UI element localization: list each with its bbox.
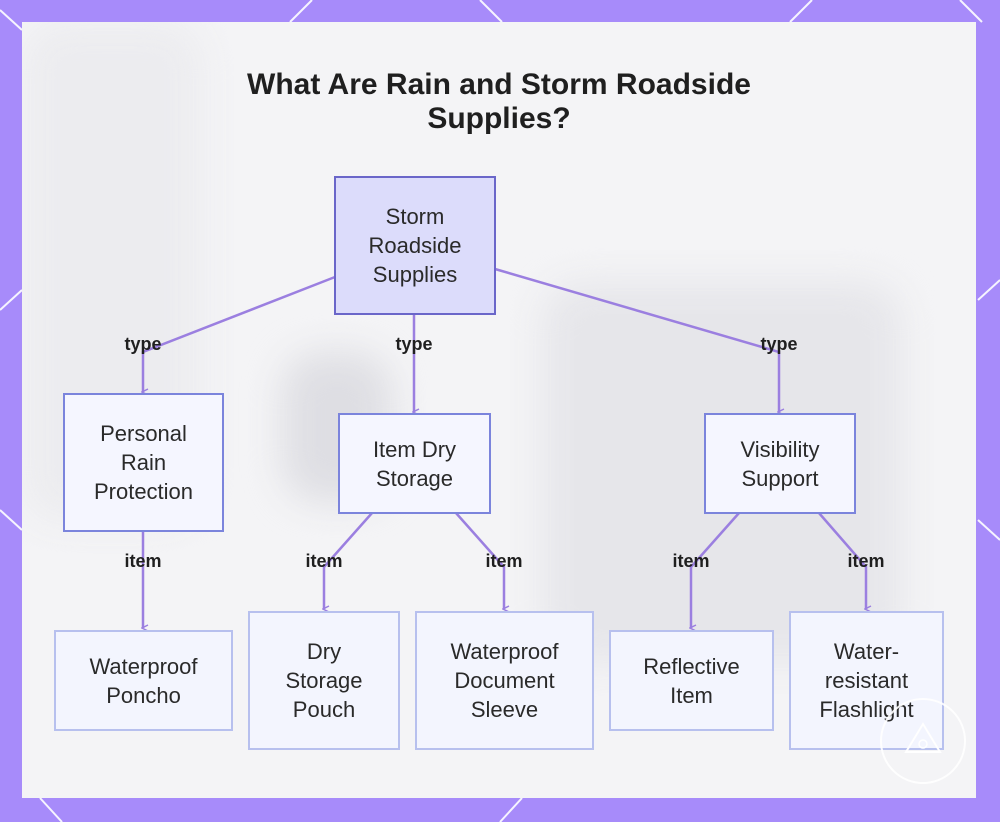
triangle-icon [904, 722, 942, 753]
node-item-dry-storage: Item Dry Storage [338, 413, 491, 514]
edge-label-item: item [485, 551, 523, 571]
diagram-panel: What Are Rain and Storm Roadside Supplie… [22, 22, 976, 798]
node-label: Dry Storage Pouch [285, 639, 363, 722]
node-dry-storage-pouch: Dry Storage Pouch [248, 611, 400, 750]
edge-root-personal [143, 275, 336, 392]
title-line-1: What Are Rain and Storm Roadside [247, 68, 751, 101]
edge-label-item: item [672, 551, 710, 571]
node-label: Visibility Support [740, 436, 820, 491]
edge-dry-pouch [324, 512, 373, 609]
edge-label-item: item [847, 551, 885, 571]
node-label: Waterproof Document Sleeve [450, 639, 559, 722]
edge-label-type: type [124, 334, 162, 354]
edge-label-type: type [760, 334, 798, 354]
node-waterproof-document-sleeve: Waterproof Document Sleeve [415, 611, 594, 750]
edge-visibility-flashlight [818, 512, 866, 609]
node-label: Storm Roadside Supplies [368, 204, 462, 287]
edge-visibility-reflective [691, 512, 740, 628]
node-reflective-item: Reflective Item [609, 630, 774, 731]
node-label: Item Dry Storage [372, 436, 457, 491]
node-waterproof-poncho: Waterproof Poncho [54, 630, 233, 731]
node-label: Reflective Item [643, 653, 740, 708]
diagram-edges [22, 267, 976, 798]
node-label: Waterproof Poncho [89, 653, 198, 708]
edge-label-item: item [305, 551, 343, 571]
edge-dry-sleeve [455, 512, 504, 609]
edge-label-type: type [395, 334, 433, 354]
node-label: Personal Rain Protection [93, 421, 194, 504]
diagram-title: What Are Rain and Storm Roadside Supplie… [22, 68, 976, 136]
node-visibility-support: Visibility Support [704, 413, 856, 514]
edge-root-visibility [494, 267, 779, 412]
title-line-2: Supplies? [427, 102, 571, 135]
watermark-logo [880, 698, 966, 784]
node-personal-rain-protection: Personal Rain Protection [63, 393, 224, 532]
node-storm-roadside-supplies: Storm Roadside Supplies [334, 176, 496, 315]
edge-label-item: item [124, 551, 162, 571]
